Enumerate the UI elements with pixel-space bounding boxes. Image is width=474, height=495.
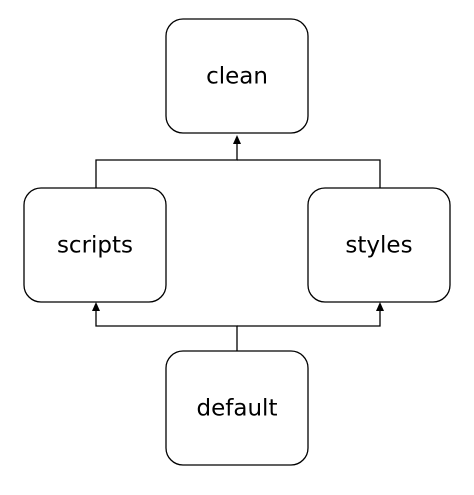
arrowhead-into-styles: [376, 302, 384, 311]
node-styles: styles: [307, 187, 451, 303]
node-default: default: [165, 350, 309, 466]
edge-default-to-scripts: [95, 309, 238, 351]
edge-default-to-styles: [237, 309, 381, 327]
node-clean-label: clean: [206, 64, 268, 90]
edge-styles-to-clean: [237, 159, 381, 188]
node-default-label: default: [197, 396, 278, 422]
node-scripts-label: scripts: [57, 233, 133, 259]
arrowhead-into-scripts: [92, 302, 100, 311]
node-styles-label: styles: [345, 233, 412, 259]
edge-scripts-to-clean: [95, 142, 238, 188]
node-clean: clean: [165, 18, 309, 134]
node-scripts: scripts: [23, 187, 167, 303]
arrowhead-into-clean: [233, 135, 241, 144]
